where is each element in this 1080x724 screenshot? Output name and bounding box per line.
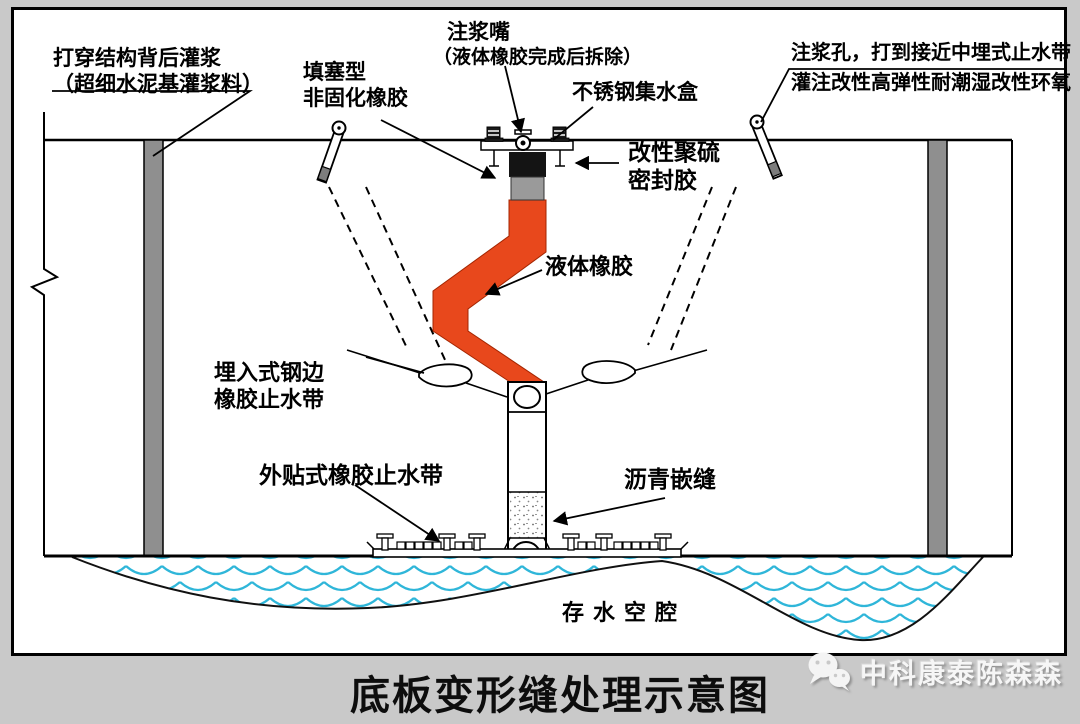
leader-grout-behind	[52, 90, 253, 157]
left-wall-line	[29, 112, 60, 556]
left-structure-bar	[143, 139, 164, 557]
leader-lines	[52, 65, 1065, 542]
leader-asphalt	[552, 497, 666, 526]
label-line: 密封胶	[628, 167, 697, 194]
label-grout-behind: 打穿结构背后灌浆 （超细水泥基灌浆料）	[53, 46, 263, 97]
waterstop-ribs	[376, 533, 672, 551]
grout-nozzle-fitting	[514, 129, 532, 151]
leader-external-waterstop	[354, 484, 441, 542]
leader-grout-nozzle	[504, 65, 525, 134]
label-external-waterstop: 外贴式橡胶止水带	[259, 461, 443, 489]
leader-steel-box	[552, 106, 594, 141]
watermark-text: 中科康泰陈森森	[860, 658, 1063, 689]
asphalt-caulk-block	[510, 492, 544, 538]
label-line: 不锈钢集水盒	[572, 81, 698, 104]
label-grout-nozzle: 注浆嘴 （液体橡胶完成后拆除）	[433, 20, 642, 69]
label-line: （液体橡胶完成后拆除）	[433, 46, 643, 68]
label-caulk-type: 填塞型 非固化橡胶	[303, 60, 408, 111]
wechat-icon	[808, 652, 850, 691]
leader-embedded-waterstop	[365, 356, 425, 374]
label-line: 灌注改性高弹性耐潮湿改性环氧	[791, 72, 1071, 95]
label-line: 橡胶止水带	[214, 386, 325, 412]
label-sealant: 改性聚硫 密封胶	[628, 138, 720, 194]
label-line: 外贴式橡胶止水带	[259, 462, 443, 488]
label-line: 填塞型	[303, 61, 366, 84]
embedded-waterstop-right-wing	[581, 360, 636, 384]
label-liquid-rubber: 液体橡胶	[545, 254, 633, 281]
label-steel-box: 不锈钢集水盒	[572, 80, 698, 106]
label-line: 埋入式钢边	[214, 360, 325, 385]
grout-drill-holes	[328, 186, 737, 363]
label-line: 非固化橡胶	[303, 86, 408, 110]
liquid-rubber-shape	[432, 199, 547, 383]
leader-liquid-rubber	[484, 269, 543, 296]
label-line: 存水空腔	[562, 600, 687, 625]
polysulfide-sealant-block	[509, 152, 546, 177]
label-water-cavity: 存水空腔	[562, 600, 686, 627]
right-injection-tube	[749, 114, 783, 180]
label-line: 液体橡胶	[545, 254, 634, 279]
label-line: 沥青嵌缝	[624, 466, 716, 492]
right-structure-bar	[927, 139, 948, 557]
leader-grout-hole	[760, 68, 1065, 123]
label-asphalt: 沥青嵌缝	[624, 465, 716, 493]
water-cavity	[71, 556, 984, 642]
waterstop-dimples	[396, 541, 659, 550]
label-line: 打穿结构背后灌浆	[53, 47, 221, 70]
waterstop-center-bulb	[513, 385, 541, 409]
label-line: 改性聚硫	[628, 139, 720, 165]
watermark: 中科康泰陈森森	[806, 650, 1063, 692]
label-embedded-waterstop: 埋入式钢边 橡胶止水带	[214, 360, 324, 414]
external-waterstop	[366, 533, 689, 558]
label-grout-hole: 注浆孔，打到接近中埋式止水带 灌注改性高弹性耐潮湿改性环氧	[791, 41, 1071, 96]
embedded-waterstop-left-wing	[418, 363, 473, 388]
label-line: （超细水泥基灌浆料）	[53, 72, 263, 96]
left-injection-tube	[316, 120, 347, 184]
left-bolt	[484, 126, 504, 142]
joint-column	[503, 381, 551, 557]
noncured-rubber-block	[510, 176, 545, 201]
diagram-title: 底板变形缝处理示意图	[350, 673, 770, 718]
label-line: 注浆孔，打到接近中埋式止水带	[791, 42, 1071, 64]
leader-caulk-type	[380, 119, 497, 179]
label-line: 注浆嘴	[447, 21, 510, 44]
